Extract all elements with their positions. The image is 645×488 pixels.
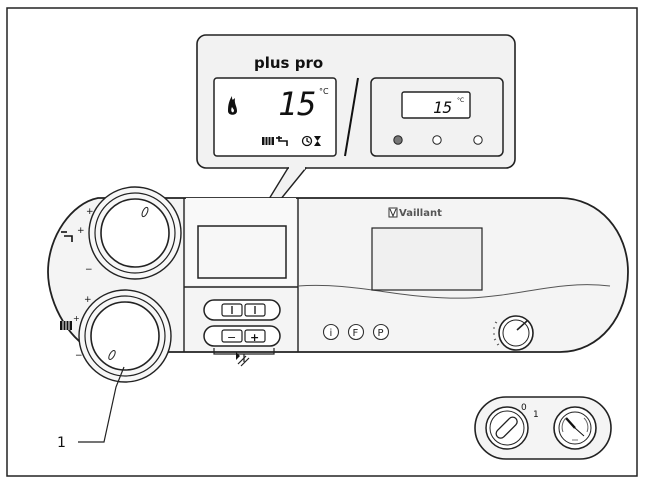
callout-separator — [344, 77, 359, 157]
controller-button-right[interactable] — [473, 135, 483, 145]
controller-button-left[interactable] — [393, 135, 403, 145]
button-cluster: − + — [203, 299, 281, 367]
controller-slot — [371, 227, 483, 291]
display-callout: plus pro 15 °C — [196, 34, 516, 233]
clock-icon — [301, 135, 313, 147]
brand-name: Vaillant — [399, 208, 442, 219]
lcd-temperature-right: 15 — [433, 98, 452, 117]
heating-dial-minus: − — [75, 351, 83, 361]
dhw-dial-plus: + — [77, 226, 85, 236]
flame-icon — [228, 96, 237, 115]
svg-text:F: F — [353, 328, 359, 339]
power-switch-on-label: 1 — [533, 410, 539, 420]
boiler-front-panel: Vaillant — [47, 197, 629, 353]
lcd-display-right — [401, 91, 471, 119]
heating-dial-plus: + — [84, 295, 92, 305]
lcd-unit-right: °C — [457, 97, 464, 104]
heating-dial-marker — [108, 350, 116, 360]
callout-number: 1 — [57, 435, 66, 451]
svg-text:i: i — [330, 328, 333, 339]
minus-button[interactable] — [221, 329, 243, 343]
plus-button[interactable] — [244, 329, 266, 343]
plus-button-label: + — [250, 331, 259, 344]
program-button[interactable]: P — [372, 323, 390, 341]
tap-icon — [61, 231, 73, 242]
right-control-dial[interactable] — [493, 315, 534, 351]
controller-button-middle[interactable] — [432, 135, 442, 145]
heating-temperature-dial[interactable] — [78, 289, 172, 383]
heating-dial-plus-mark: + — [73, 314, 80, 323]
callout-leader-line — [78, 366, 125, 443]
radiator-icon — [60, 321, 72, 330]
hourglass-icon — [314, 136, 321, 146]
tap-icon — [276, 136, 288, 146]
svg-text:P: P — [378, 328, 384, 339]
power-switch-off-label: 0 — [521, 403, 527, 413]
lcd-temperature-left: 15 — [278, 85, 317, 123]
info-button[interactable]: i — [322, 323, 340, 341]
brand-logo: Vaillant — [388, 207, 442, 219]
dhw-dial-plus-mark: + — [86, 207, 94, 217]
fault-button[interactable]: F — [347, 323, 365, 341]
dhw-dial-marker — [141, 206, 149, 218]
model-name: plus pro — [254, 54, 323, 72]
minus-button-label: − — [227, 331, 236, 344]
switch-gauge-panel: 0 1 — [474, 396, 612, 460]
lcd-unit-left: °C — [319, 87, 329, 96]
pressure-gauge-icon — [553, 406, 597, 450]
radiator-icon — [262, 137, 274, 145]
power-switch[interactable] — [485, 406, 529, 450]
boiler-display-window — [197, 225, 287, 279]
dhw-dial-minus: − — [85, 265, 93, 275]
dhw-temperature-dial[interactable] — [88, 186, 182, 280]
